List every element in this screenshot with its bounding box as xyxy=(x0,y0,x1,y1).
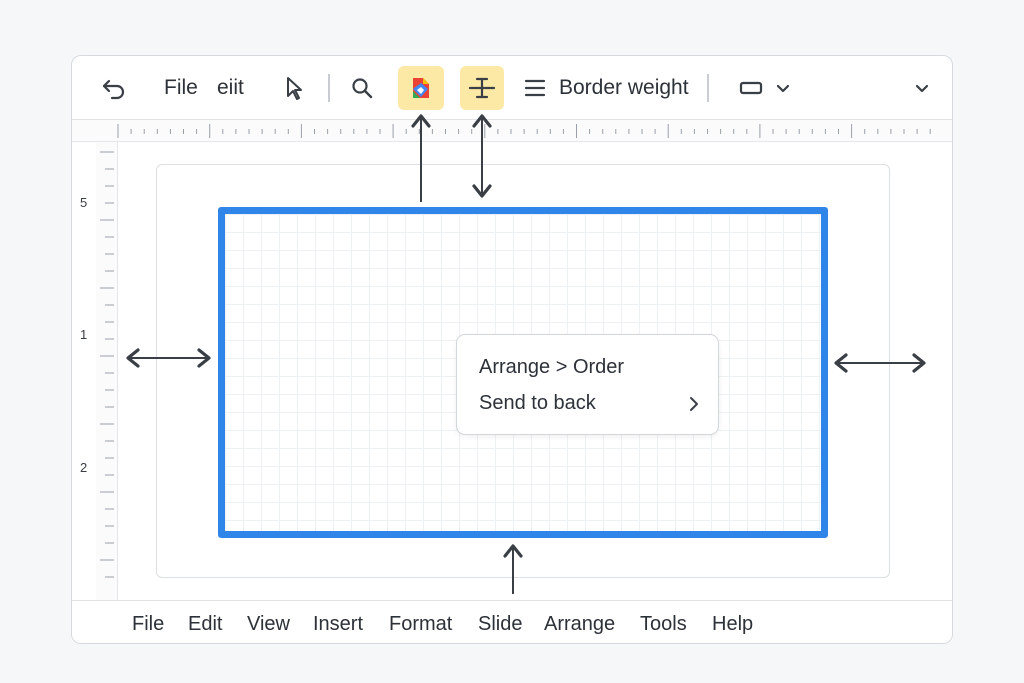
paint-format-icon xyxy=(413,78,429,98)
menu-arrange[interactable]: Arrange xyxy=(544,613,616,635)
annotation-arrows xyxy=(126,114,926,594)
undo-icon xyxy=(102,79,125,100)
vertical-ruler-ticks xyxy=(100,151,114,578)
search-icon xyxy=(352,78,373,99)
horizontal-ruler-ticks xyxy=(117,124,931,138)
vertical-ruler-label: 2 xyxy=(80,460,88,475)
select-tool-button[interactable] xyxy=(276,66,312,110)
toolbar-divider xyxy=(707,74,709,102)
chevron-right-icon xyxy=(690,397,698,411)
toolbar: File eiit xyxy=(72,56,952,120)
border-weight-button[interactable]: Border weight xyxy=(559,76,689,99)
shape-dropdown[interactable] xyxy=(734,66,798,110)
paint-format-button[interactable] xyxy=(398,66,444,110)
vertical-ruler-label: 1 xyxy=(80,327,88,342)
undo-button[interactable] xyxy=(94,66,134,110)
horizontal-ruler[interactable] xyxy=(72,120,952,142)
rectangle-shape-icon xyxy=(739,81,763,95)
app-window: File eiit xyxy=(71,55,953,644)
menu-tools[interactable]: Tools xyxy=(640,613,687,635)
menu-file[interactable]: File xyxy=(132,613,165,635)
select-cursor-icon xyxy=(287,77,302,100)
move-guide-icon xyxy=(468,77,496,99)
menu-view[interactable]: View xyxy=(247,613,290,635)
vertical-ruler[interactable] xyxy=(96,142,118,602)
move-guide-button[interactable] xyxy=(460,66,504,110)
menu-insert[interactable]: Insert xyxy=(313,613,364,635)
menu-slide[interactable]: Slide xyxy=(478,613,523,635)
search-button[interactable] xyxy=(344,66,380,110)
context-menu-arrange-order[interactable]: Arrange > Order xyxy=(479,356,625,378)
context-menu: Arrange > Order Send to back xyxy=(456,334,719,435)
chevron-down-icon xyxy=(915,84,929,93)
context-menu-send-to-back[interactable]: Send to back xyxy=(479,392,596,414)
toolbar-edit-menu[interactable]: eiit xyxy=(217,76,244,99)
chevron-down-icon xyxy=(776,84,790,93)
menu-edit[interactable]: Edit xyxy=(188,613,223,635)
vertical-ruler-label: 5 xyxy=(80,195,88,210)
menu-lines-icon xyxy=(524,79,546,97)
toolbar-file-menu[interactable]: File xyxy=(164,76,198,99)
menu-bar: File Edit View Insert Format Slide Arran… xyxy=(72,600,952,643)
toolbar-divider xyxy=(328,74,330,102)
menu-format[interactable]: Format xyxy=(389,613,453,635)
menu-help[interactable]: Help xyxy=(712,613,754,635)
line-options-button[interactable] xyxy=(518,66,552,110)
toolbar-overflow-button[interactable] xyxy=(904,66,940,110)
